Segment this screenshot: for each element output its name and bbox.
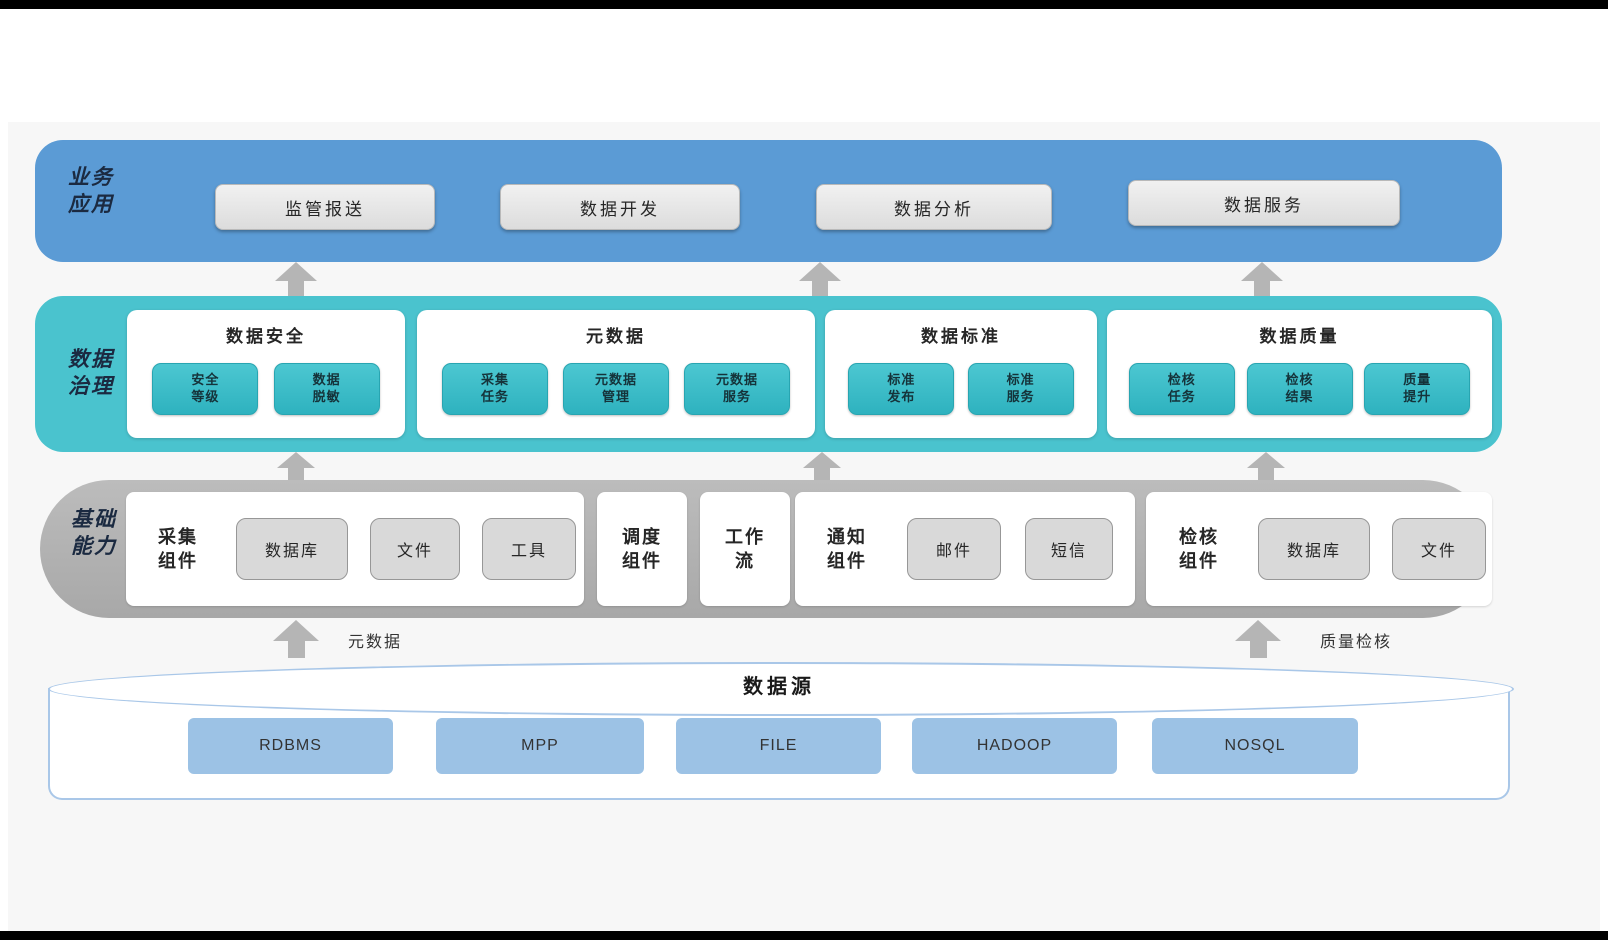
business-pill: 数据服务 [1128, 180, 1400, 226]
foundation-box-title: 采集 组件 [158, 526, 198, 571]
governance-layer-label: 数据 治理 [68, 348, 114, 399]
governance-pill: 采集 任务 [442, 362, 548, 415]
arrow-head [1247, 452, 1285, 468]
foundation-box-scheduler: 调度 组件 [597, 492, 687, 606]
up-arrow-icon [275, 262, 317, 296]
governance-pill: 质量 提升 [1364, 362, 1471, 415]
business-layer-label: 业务 应用 [68, 166, 114, 217]
arrow-head [1241, 262, 1283, 281]
up-arrow-icon [1241, 262, 1283, 296]
governance-group-title: 数据质量 [1259, 327, 1340, 346]
arrow-head [277, 452, 315, 468]
layer-data-governance: 数据 治理 数据安全 安全 等级 数据 脱敏 元数据 采集 任务 元数据 管理 … [35, 296, 1502, 452]
foundation-pill: 文件 [1392, 518, 1486, 580]
datasource-title: 数据源 [743, 676, 815, 698]
governance-group-items: 采集 任务 元数据 管理 元数据 服务 [417, 347, 815, 438]
foundation-pill: 文件 [370, 518, 460, 580]
governance-group-data-security: 数据安全 安全 等级 数据 脱敏 [127, 310, 405, 438]
up-arrow-icon [1235, 620, 1281, 658]
up-arrow-icon [277, 452, 315, 480]
flow-label-quality-check: 质量检核 [1320, 634, 1393, 651]
up-arrow-icon [799, 262, 841, 296]
foundation-layer-label: 基础 能力 [71, 508, 117, 559]
governance-group-title: 数据标准 [921, 327, 1001, 346]
governance-pill: 元数据 服务 [684, 362, 790, 415]
arrow-stem [288, 468, 304, 480]
foundation-pill: 邮件 [907, 518, 1001, 580]
business-pill: 监管报送 [215, 184, 435, 230]
arrow-head [803, 452, 841, 468]
business-pill: 数据开发 [500, 184, 740, 230]
datasource-pill: RDBMS [188, 718, 393, 774]
governance-group-title: 数据安全 [226, 327, 306, 346]
foundation-box-title: 工作 流 [725, 526, 765, 571]
foundation-box-check: 检核 组件 数据库 文件 [1146, 492, 1492, 606]
up-arrow-icon [803, 452, 841, 480]
arrow-stem [1249, 641, 1267, 658]
arrow-stem [814, 468, 830, 480]
datasource-pill: HADOOP [912, 718, 1117, 774]
foundation-box-notification: 通知 组件 邮件 短信 [795, 492, 1135, 606]
foundation-box-title: 检核 组件 [1179, 526, 1219, 571]
arrow-head [273, 620, 319, 641]
governance-group-items: 检核 任务 检核 结果 质量 提升 [1107, 347, 1492, 438]
up-arrow-icon [1247, 452, 1285, 480]
layer-data-source: 数据源 RDBMS MPP FILE HADOOP NOSQL [48, 662, 1514, 800]
datasource-pill: FILE [676, 718, 881, 774]
governance-group-title: 元数据 [586, 327, 646, 346]
governance-group-metadata: 元数据 采集 任务 元数据 管理 元数据 服务 [417, 310, 815, 438]
governance-group-items: 安全 等级 数据 脱敏 [127, 347, 405, 438]
governance-pill: 安全 等级 [152, 362, 259, 415]
foundation-pill: 工具 [482, 518, 576, 580]
arrow-head [275, 262, 317, 281]
arrow-head [799, 262, 841, 281]
top-black-bar [0, 0, 1608, 9]
business-pill: 数据分析 [816, 184, 1052, 230]
layer-foundation-capability: 基础 能力 采集 组件 数据库 文件 工具 调度 组件 工作 流 通知 组件 邮… [40, 480, 1492, 618]
layer-business-application: 业务 应用 监管报送 数据开发 数据分析 数据服务 [35, 140, 1502, 262]
governance-group-items: 标准 发布 标准 服务 [825, 347, 1097, 438]
governance-group-data-quality: 数据质量 检核 任务 检核 结果 质量 提升 [1107, 310, 1492, 438]
governance-pill: 标准 服务 [967, 362, 1074, 415]
foundation-box-title: 通知 组件 [827, 526, 867, 571]
arrow-stem [812, 281, 828, 296]
arrow-stem [288, 281, 304, 296]
governance-pill: 数据 脱敏 [273, 362, 380, 415]
arrow-head [1235, 620, 1281, 641]
bottom-black-bar [0, 931, 1608, 940]
foundation-box-title: 调度 组件 [622, 526, 662, 571]
arrow-stem [1254, 281, 1270, 296]
foundation-pill: 短信 [1025, 518, 1113, 580]
flow-label-metadata: 元数据 [348, 634, 403, 651]
up-arrow-icon [273, 620, 319, 658]
governance-pill: 元数据 管理 [563, 362, 669, 415]
governance-pill: 检核 任务 [1128, 362, 1235, 415]
governance-group-data-standard: 数据标准 标准 发布 标准 服务 [825, 310, 1097, 438]
datasource-pill: MPP [436, 718, 644, 774]
foundation-box-collection: 采集 组件 数据库 文件 工具 [126, 492, 584, 606]
foundation-pill: 数据库 [236, 518, 348, 580]
foundation-box-workflow: 工作 流 [700, 492, 790, 606]
governance-pill: 标准 发布 [848, 362, 955, 415]
arrow-stem [287, 641, 305, 658]
foundation-pill: 数据库 [1258, 518, 1370, 580]
arrow-stem [1258, 468, 1274, 480]
governance-pill: 检核 结果 [1246, 362, 1353, 415]
datasource-pill: NOSQL [1152, 718, 1358, 774]
